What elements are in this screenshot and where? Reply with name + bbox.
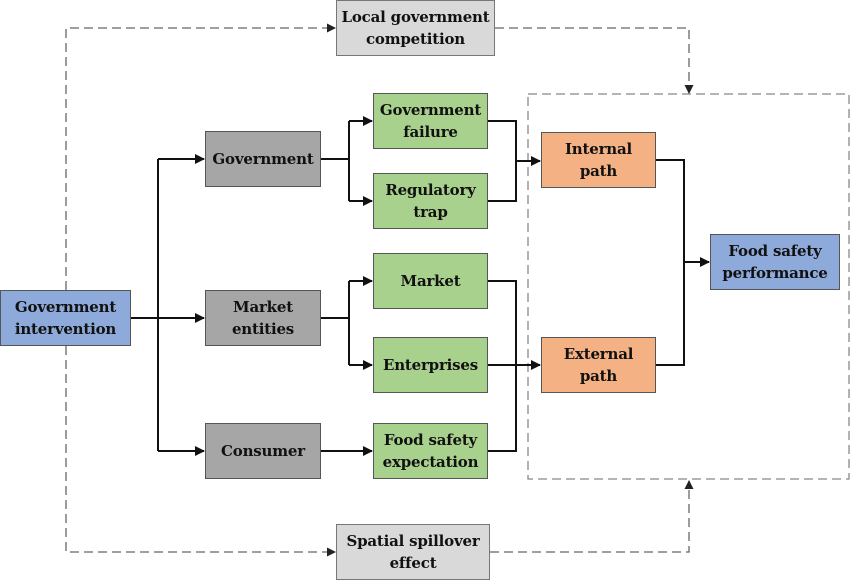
mechanism-group-box [527,93,850,480]
node-government: Government [205,131,321,187]
edge-local-competition-to-group [495,27,694,94]
node-market: Market [373,253,488,309]
edge-spillover-to-group [490,480,694,553]
node-enterprises: Enterprises [373,337,488,393]
node-government-intervention: Government intervention [0,290,131,346]
node-government-failure: Government failure [373,93,488,149]
node-consumer: Consumer [205,423,321,479]
node-market-entities: Market entities [205,290,321,346]
node-local-government-competition: Local government competition [336,0,495,56]
edge-intervention-to-local-competition [65,23,336,290]
edge-gov-failure-out [488,120,517,202]
node-internal-path: Internal path [541,132,656,188]
edge-intervention-to-spillover [65,346,336,557]
edge-paths-out [656,159,685,366]
node-food-safety-expectation: Food safety expectation [373,423,488,479]
node-external-path: External path [541,337,656,393]
node-spatial-spillover-effect: Spatial spillover effect [336,524,490,580]
node-food-safety-performance: Food safety performance [710,234,840,290]
node-regulatory-trap: Regulatory trap [373,173,488,229]
